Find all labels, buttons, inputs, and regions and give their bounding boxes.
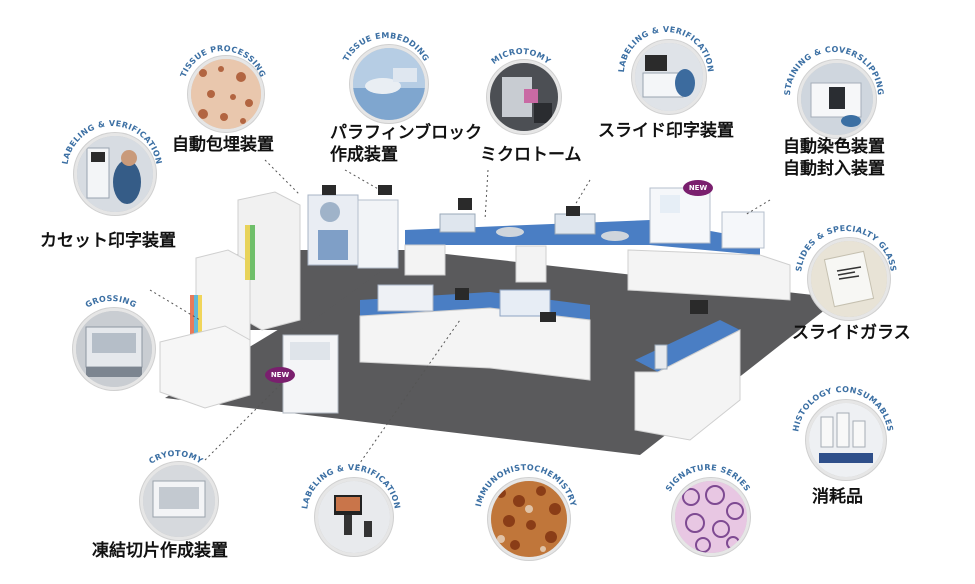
cryostat-image <box>140 462 218 540</box>
jp-label-slides: スライドガラス <box>792 323 911 343</box>
cassette-printer-image <box>74 133 156 215</box>
stainer-image <box>798 60 876 138</box>
jp-label-microtomy: ミクロトーム <box>480 145 582 165</box>
he-tissue-image <box>672 478 750 556</box>
jp-label-cryotomy: 凍結切片作成装置 <box>92 541 228 561</box>
jp-label-staining: 自動染色装置 自動封入装置 <box>783 137 885 179</box>
glass-slides-image <box>808 238 890 320</box>
leader-lines <box>149 159 771 471</box>
embedding-hands-image <box>350 45 428 123</box>
jp-label-tissue-embedding: パラフィンブロック 作成装置 <box>330 123 483 165</box>
jp-label-slide-labeling: スライド印字装置 <box>598 121 734 141</box>
jp-label-tissue-processing: 自動包埋装置 <box>172 135 274 155</box>
coverslipper-machine <box>721 211 765 249</box>
grossing-station-image <box>73 308 155 390</box>
microtome-image <box>487 60 561 134</box>
new-badge-cryostat: NEW <box>265 367 295 383</box>
back-counter-cabinets <box>627 249 791 301</box>
ihc-tissue-image <box>488 478 570 560</box>
scanner-image <box>315 478 393 556</box>
tissue-stain-image <box>188 56 264 132</box>
reagent-bottles-image <box>806 400 886 480</box>
slide-printer-image <box>632 40 706 114</box>
new-badge-stainer: NEW <box>683 180 713 196</box>
embedding-center-machine <box>357 199 399 269</box>
grossing-bench <box>159 325 251 409</box>
right-counter-cabinets <box>634 329 741 441</box>
jp-label-consumables: 消耗品 <box>812 487 863 507</box>
jp-label-cassette-labeling: カセット印字装置 <box>40 231 176 251</box>
center-island-cabinets <box>359 307 591 381</box>
